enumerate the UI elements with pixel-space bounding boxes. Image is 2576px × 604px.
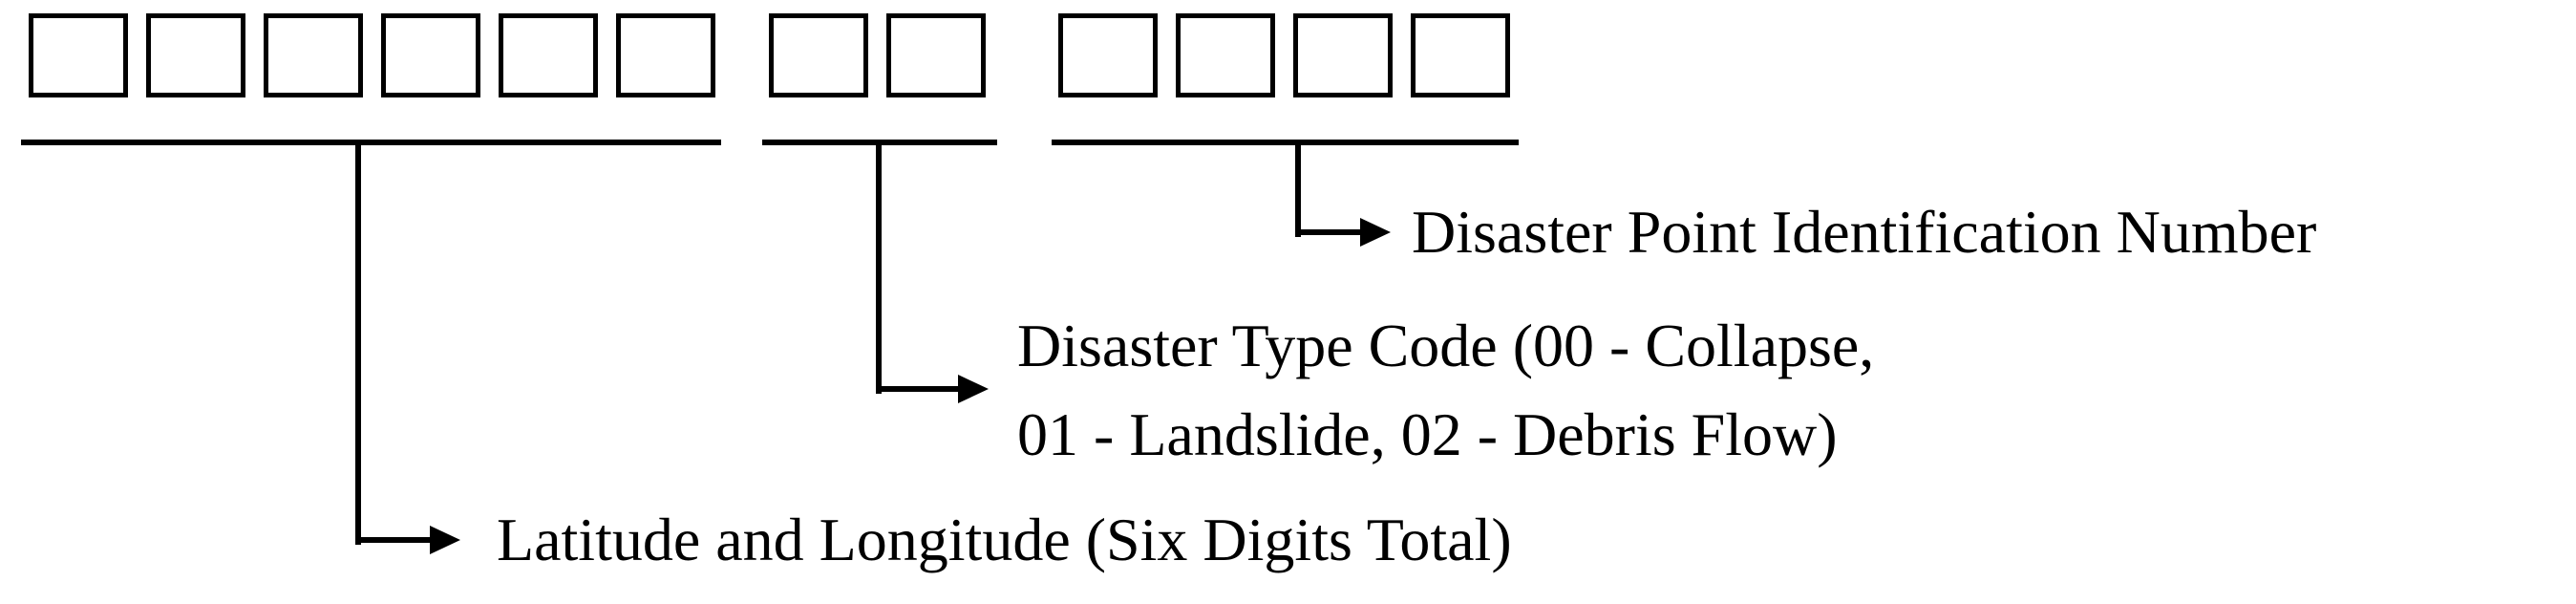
connector-horizontal-disaster-type: [876, 386, 958, 392]
connector-vertical-disaster-point: [1295, 140, 1301, 237]
label-disaster-type-code: Disaster Type Code (00 - Collapse, 01 - …: [1017, 301, 1874, 479]
digit-group-disaster-point: [1058, 13, 1510, 97]
connector-vertical-latitude-longitude: [355, 140, 361, 545]
label-disaster-type-code-line2: 01 - Landslide, 02 - Debris Flow): [1017, 400, 1838, 468]
connector-vertical-disaster-type: [876, 140, 882, 394]
arrowhead-icon: [430, 526, 460, 554]
digit-box: [886, 13, 986, 97]
digit-box: [1411, 13, 1510, 97]
label-disaster-point-identification-number: Disaster Point Identification Number: [1412, 198, 2317, 266]
underline-latitude-longitude: [21, 140, 721, 145]
digit-box: [769, 13, 868, 97]
connector-horizontal-disaster-point: [1295, 229, 1360, 235]
label-disaster-type-code-line1: Disaster Type Code (00 - Collapse,: [1017, 312, 1875, 379]
connector-horizontal-latitude-longitude: [355, 537, 430, 543]
digit-box: [616, 13, 715, 97]
arrowhead-icon: [958, 375, 989, 403]
digit-box: [1293, 13, 1393, 97]
digit-box: [499, 13, 598, 97]
digit-box: [381, 13, 480, 97]
arrowhead-icon: [1360, 218, 1391, 247]
digit-box: [146, 13, 245, 97]
underline-disaster-point: [1052, 140, 1519, 145]
digit-group-disaster-type: [769, 13, 986, 97]
digit-box: [264, 13, 363, 97]
digit-group-latitude-longitude: [29, 13, 715, 97]
label-latitude-longitude: Latitude and Longitude (Six Digits Total…: [497, 506, 1512, 573]
digit-box: [29, 13, 128, 97]
digit-box: [1176, 13, 1275, 97]
digit-box: [1058, 13, 1158, 97]
